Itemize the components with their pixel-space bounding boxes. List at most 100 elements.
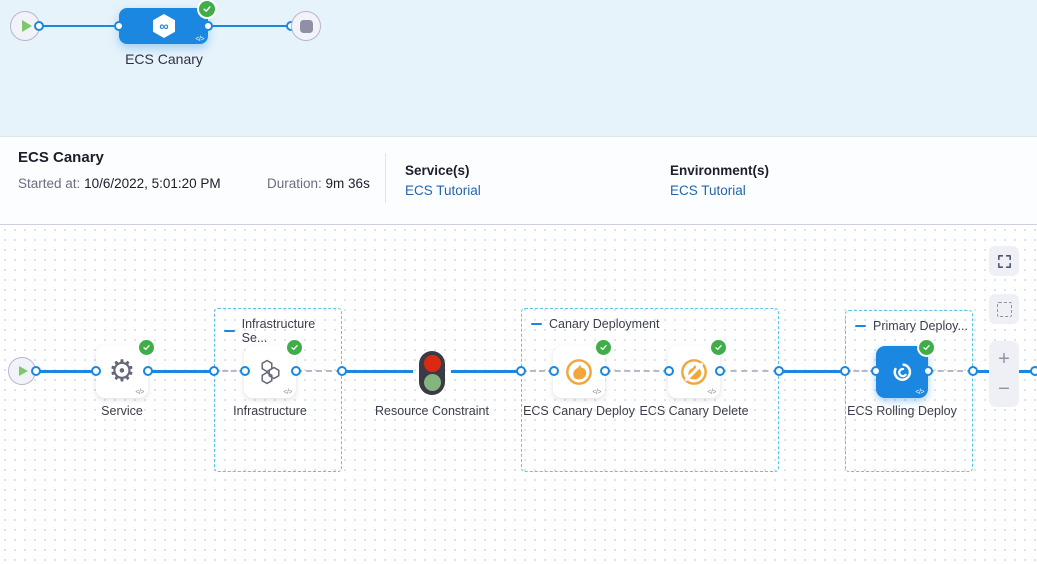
collapse-icon[interactable] [224,330,235,333]
stage-graph-band: ∞ </> ECS Canary [0,0,1037,137]
connector-dot [549,366,559,376]
stop-icon [300,20,313,33]
connector-line [342,370,413,373]
group-header-canary-deployment[interactable]: Canary Deployment [531,317,659,331]
canary-icon [565,358,593,386]
step-label-ecs-canary-delete: ECS Canary Delete [634,403,754,420]
success-check-icon [596,340,611,355]
stage-node-ecs-canary[interactable]: ∞ </> [119,8,208,44]
fit-to-view-button[interactable] [989,294,1019,324]
connector-dot [34,21,44,31]
step-node-service[interactable]: ⚙ </> [96,346,148,398]
success-check-icon [919,340,934,355]
connector-dot [871,366,881,376]
duration: Duration: 9m 36s [267,176,370,191]
play-icon [19,366,28,376]
collapse-icon[interactable] [855,325,866,328]
execution-summary-bar: ECS Canary Started at: 10/6/2022, 5:01:2… [0,137,1037,225]
traffic-light-icon[interactable] [419,351,445,395]
started-at: Started at: 10/6/2022, 5:01:20 PM [18,176,221,191]
code-icon: </> [283,389,292,396]
group-header-infrastructure[interactable]: Infrastructure Se... [224,317,341,345]
ecs-rolling-icon [889,359,915,385]
fullscreen-button[interactable] [989,246,1019,276]
connector-dot [291,366,301,376]
started-at-label: Started at: [18,176,80,191]
connector-dot [664,366,674,376]
execution-graph-canvas[interactable]: Infrastructure Se... Canary Deployment P… [0,225,1037,564]
started-at-value: 10/6/2022, 5:01:20 PM [84,176,221,191]
code-icon: </> [707,389,716,396]
connector-dot [143,366,153,376]
zoom-in-button[interactable]: + [989,345,1019,373]
execution-title: ECS Canary [18,149,104,166]
connector-line [36,370,96,373]
code-icon: </> [135,389,144,396]
connector-line [779,370,845,373]
code-icon: </> [915,389,924,396]
zoom-controls: + − [989,341,1019,407]
code-icon: </> [592,389,601,396]
step-node-ecs-canary-delete[interactable]: </> [668,346,720,398]
duration-value: 9m 36s [326,176,370,191]
summary-divider [385,153,386,203]
pipeline-end-node [291,11,321,41]
group-label: Canary Deployment [549,317,659,331]
selection-square-icon [997,302,1012,317]
play-icon [22,20,32,32]
connector-line [451,370,521,373]
group-header-primary-deployment[interactable]: Primary Deploy... [855,319,968,333]
connector-dot [31,366,41,376]
zoom-out-button[interactable]: − [989,375,1019,403]
connector-line-dashed [605,370,669,372]
connector-dot [715,366,725,376]
connector-dot [968,366,978,376]
success-check-icon [711,340,726,355]
connector-dot [600,366,610,376]
connector-line [148,370,214,373]
duration-label: Duration: [267,176,322,191]
green-lamp [424,374,441,391]
step-node-ecs-rolling-deploy[interactable]: </> [876,346,928,398]
red-lamp [424,355,441,372]
connector-dot [337,366,347,376]
services-label: Service(s) [405,163,481,178]
connector-dot [209,366,219,376]
step-label-ecs-canary-deploy: ECS Canary Deploy [519,403,639,420]
canary-delete-icon [680,358,708,386]
connector-line-dashed [928,370,973,372]
success-check-icon [287,340,302,355]
environments-column: Environment(s) ECS Tutorial [670,163,769,198]
environments-link[interactable]: ECS Tutorial [670,183,769,198]
connector-dot [203,21,213,31]
step-node-infrastructure[interactable]: </> [244,346,296,398]
step-label-service: Service [62,403,182,420]
connector-dot [923,366,933,376]
step-label-ecs-rolling-deploy: ECS Rolling Deploy [842,403,962,420]
fullscreen-icon [996,253,1013,270]
connector-line-dashed [296,370,342,372]
connector-dot [91,366,101,376]
connector-dot [516,366,526,376]
hexagons-icon [255,357,285,387]
success-check-icon [139,340,154,355]
connector-dot [840,366,850,376]
services-column: Service(s) ECS Tutorial [405,163,481,198]
environments-label: Environment(s) [670,163,769,178]
svg-text:∞: ∞ [159,19,168,34]
step-node-ecs-canary-deploy[interactable]: </> [553,346,605,398]
connector-dot [774,366,784,376]
collapse-icon[interactable] [531,323,542,326]
step-label-infrastructure: Infrastructure [210,403,330,420]
code-icon: </> [195,36,204,43]
step-label-resource-constraint: Resource Constraint [372,403,492,420]
services-link[interactable]: ECS Tutorial [405,183,481,198]
success-check-icon [199,1,215,17]
stage-label[interactable]: ECS Canary [84,51,244,67]
connector-dot [240,366,250,376]
connector-line-dashed [720,370,779,372]
pipeline-hexagon-icon: ∞ [150,13,178,39]
group-label: Primary Deploy... [873,319,968,333]
connector-dot [114,21,124,31]
